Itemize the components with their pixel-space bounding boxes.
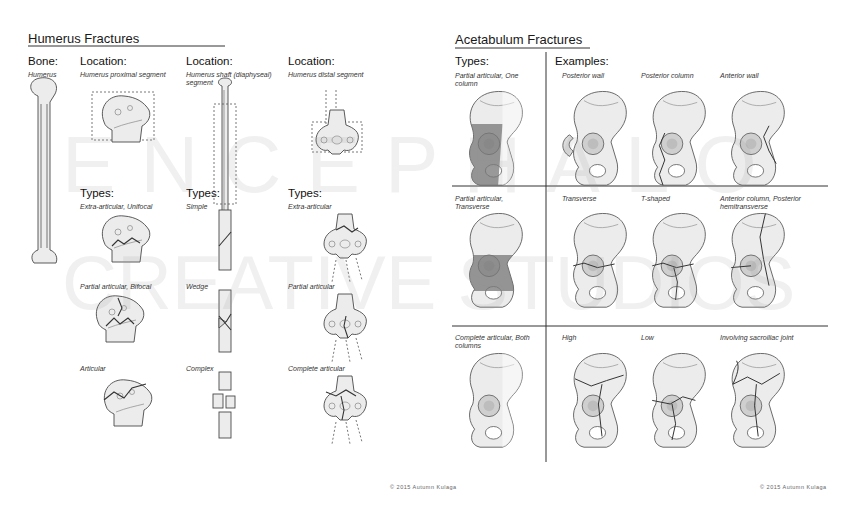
caption-text: Wedge — [186, 283, 208, 291]
drawing-g — [324, 376, 366, 420]
field-key: Examples: — [555, 55, 609, 68]
field-key: Location: — [288, 55, 335, 68]
drawing-path — [503, 350, 526, 449]
caption-text: Humerus shaft (diaphyseal) segment — [186, 71, 276, 87]
caption-text: Extra-articular — [288, 203, 332, 211]
field-key: Types: — [186, 187, 220, 200]
caption-text: Involving sacroiliac joint — [720, 334, 794, 342]
caption-text: Articular — [80, 365, 106, 373]
watermark-text: ENCEPHALO — [62, 125, 782, 205]
caption-text: Complete articular — [288, 365, 345, 373]
drawing-path — [332, 338, 362, 362]
watermark-text: CREATIVE STUDIOS — [62, 245, 795, 321]
drawing-path — [575, 375, 624, 436]
caption-text: Simple — [186, 203, 207, 211]
caption-text: Transverse — [562, 195, 597, 203]
drawing-path — [31, 78, 57, 263]
drawing-rect — [226, 396, 235, 408]
drawing-use — [324, 376, 366, 420]
copyright-note: © 2015 Autumn Kulaga — [760, 484, 827, 490]
example-low — [652, 353, 705, 447]
caption-text: Posterior wall — [562, 72, 604, 80]
heading-rule — [455, 48, 590, 49]
drawing-use — [574, 353, 627, 447]
caption-text: Posterior column — [641, 72, 694, 80]
field-key: Location: — [186, 55, 233, 68]
field-key: Location: — [80, 55, 127, 68]
example-high — [574, 353, 627, 447]
caption-text: Anterior wall — [720, 72, 759, 80]
drawing-g — [104, 380, 151, 426]
copyright-note: © 2015 Autumn Kulaga — [390, 484, 457, 490]
caption-text: Partial articular, One column — [455, 72, 525, 88]
caption-text: Partial articular, Bifocal — [80, 283, 151, 291]
caption-text: Partial articular — [288, 283, 335, 291]
field-key: Types: — [80, 187, 114, 200]
caption-text: Low — [641, 334, 654, 342]
proximal-articular — [104, 380, 152, 426]
humerus-bone — [31, 78, 57, 263]
drawing-use — [104, 380, 151, 426]
caption-text: Complex — [186, 365, 214, 373]
drawing-path — [733, 361, 780, 437]
drawing-path — [41, 104, 47, 248]
caption-text: Anterior column, Posterior hemitransvers… — [720, 195, 815, 211]
example-sacroiliac — [732, 353, 785, 447]
drawing-use — [653, 353, 706, 447]
caption-text: T-shaped — [641, 195, 670, 203]
type-both-columns — [470, 350, 525, 449]
distal-complete-articular — [324, 376, 366, 444]
caption-text: Complete articular, Both columns — [455, 334, 535, 350]
drawing-path — [336, 226, 358, 232]
drawing-rect — [213, 394, 223, 408]
drawing-path — [332, 420, 362, 444]
drawing-path — [219, 232, 231, 246]
section-heading: Humerus Fractures — [28, 32, 139, 47]
drawing-rect — [219, 372, 231, 390]
caption-text: High — [562, 334, 576, 342]
field-key: Types: — [455, 55, 489, 68]
drawing-path — [326, 390, 356, 420]
caption-text: Humerus distal segment — [288, 71, 363, 79]
drawing-use — [732, 353, 785, 447]
drawing-path — [104, 384, 146, 400]
drawing-g — [503, 350, 526, 449]
field-key: Types: — [288, 187, 322, 200]
shaft-complex — [213, 372, 235, 438]
field-key: Bone: — [28, 55, 58, 68]
caption-text: Partial articular, Transverse — [455, 195, 525, 211]
drawing-rect — [219, 412, 231, 438]
caption-text: Extra-articular, Unifocal — [80, 203, 152, 211]
drawing-line — [452, 326, 828, 327]
drawing-path — [652, 397, 695, 440]
caption-text: Humerus — [28, 71, 56, 79]
caption-text: Humerus proximal segment — [80, 71, 166, 79]
section-heading: Acetabulum Fractures — [455, 33, 582, 48]
